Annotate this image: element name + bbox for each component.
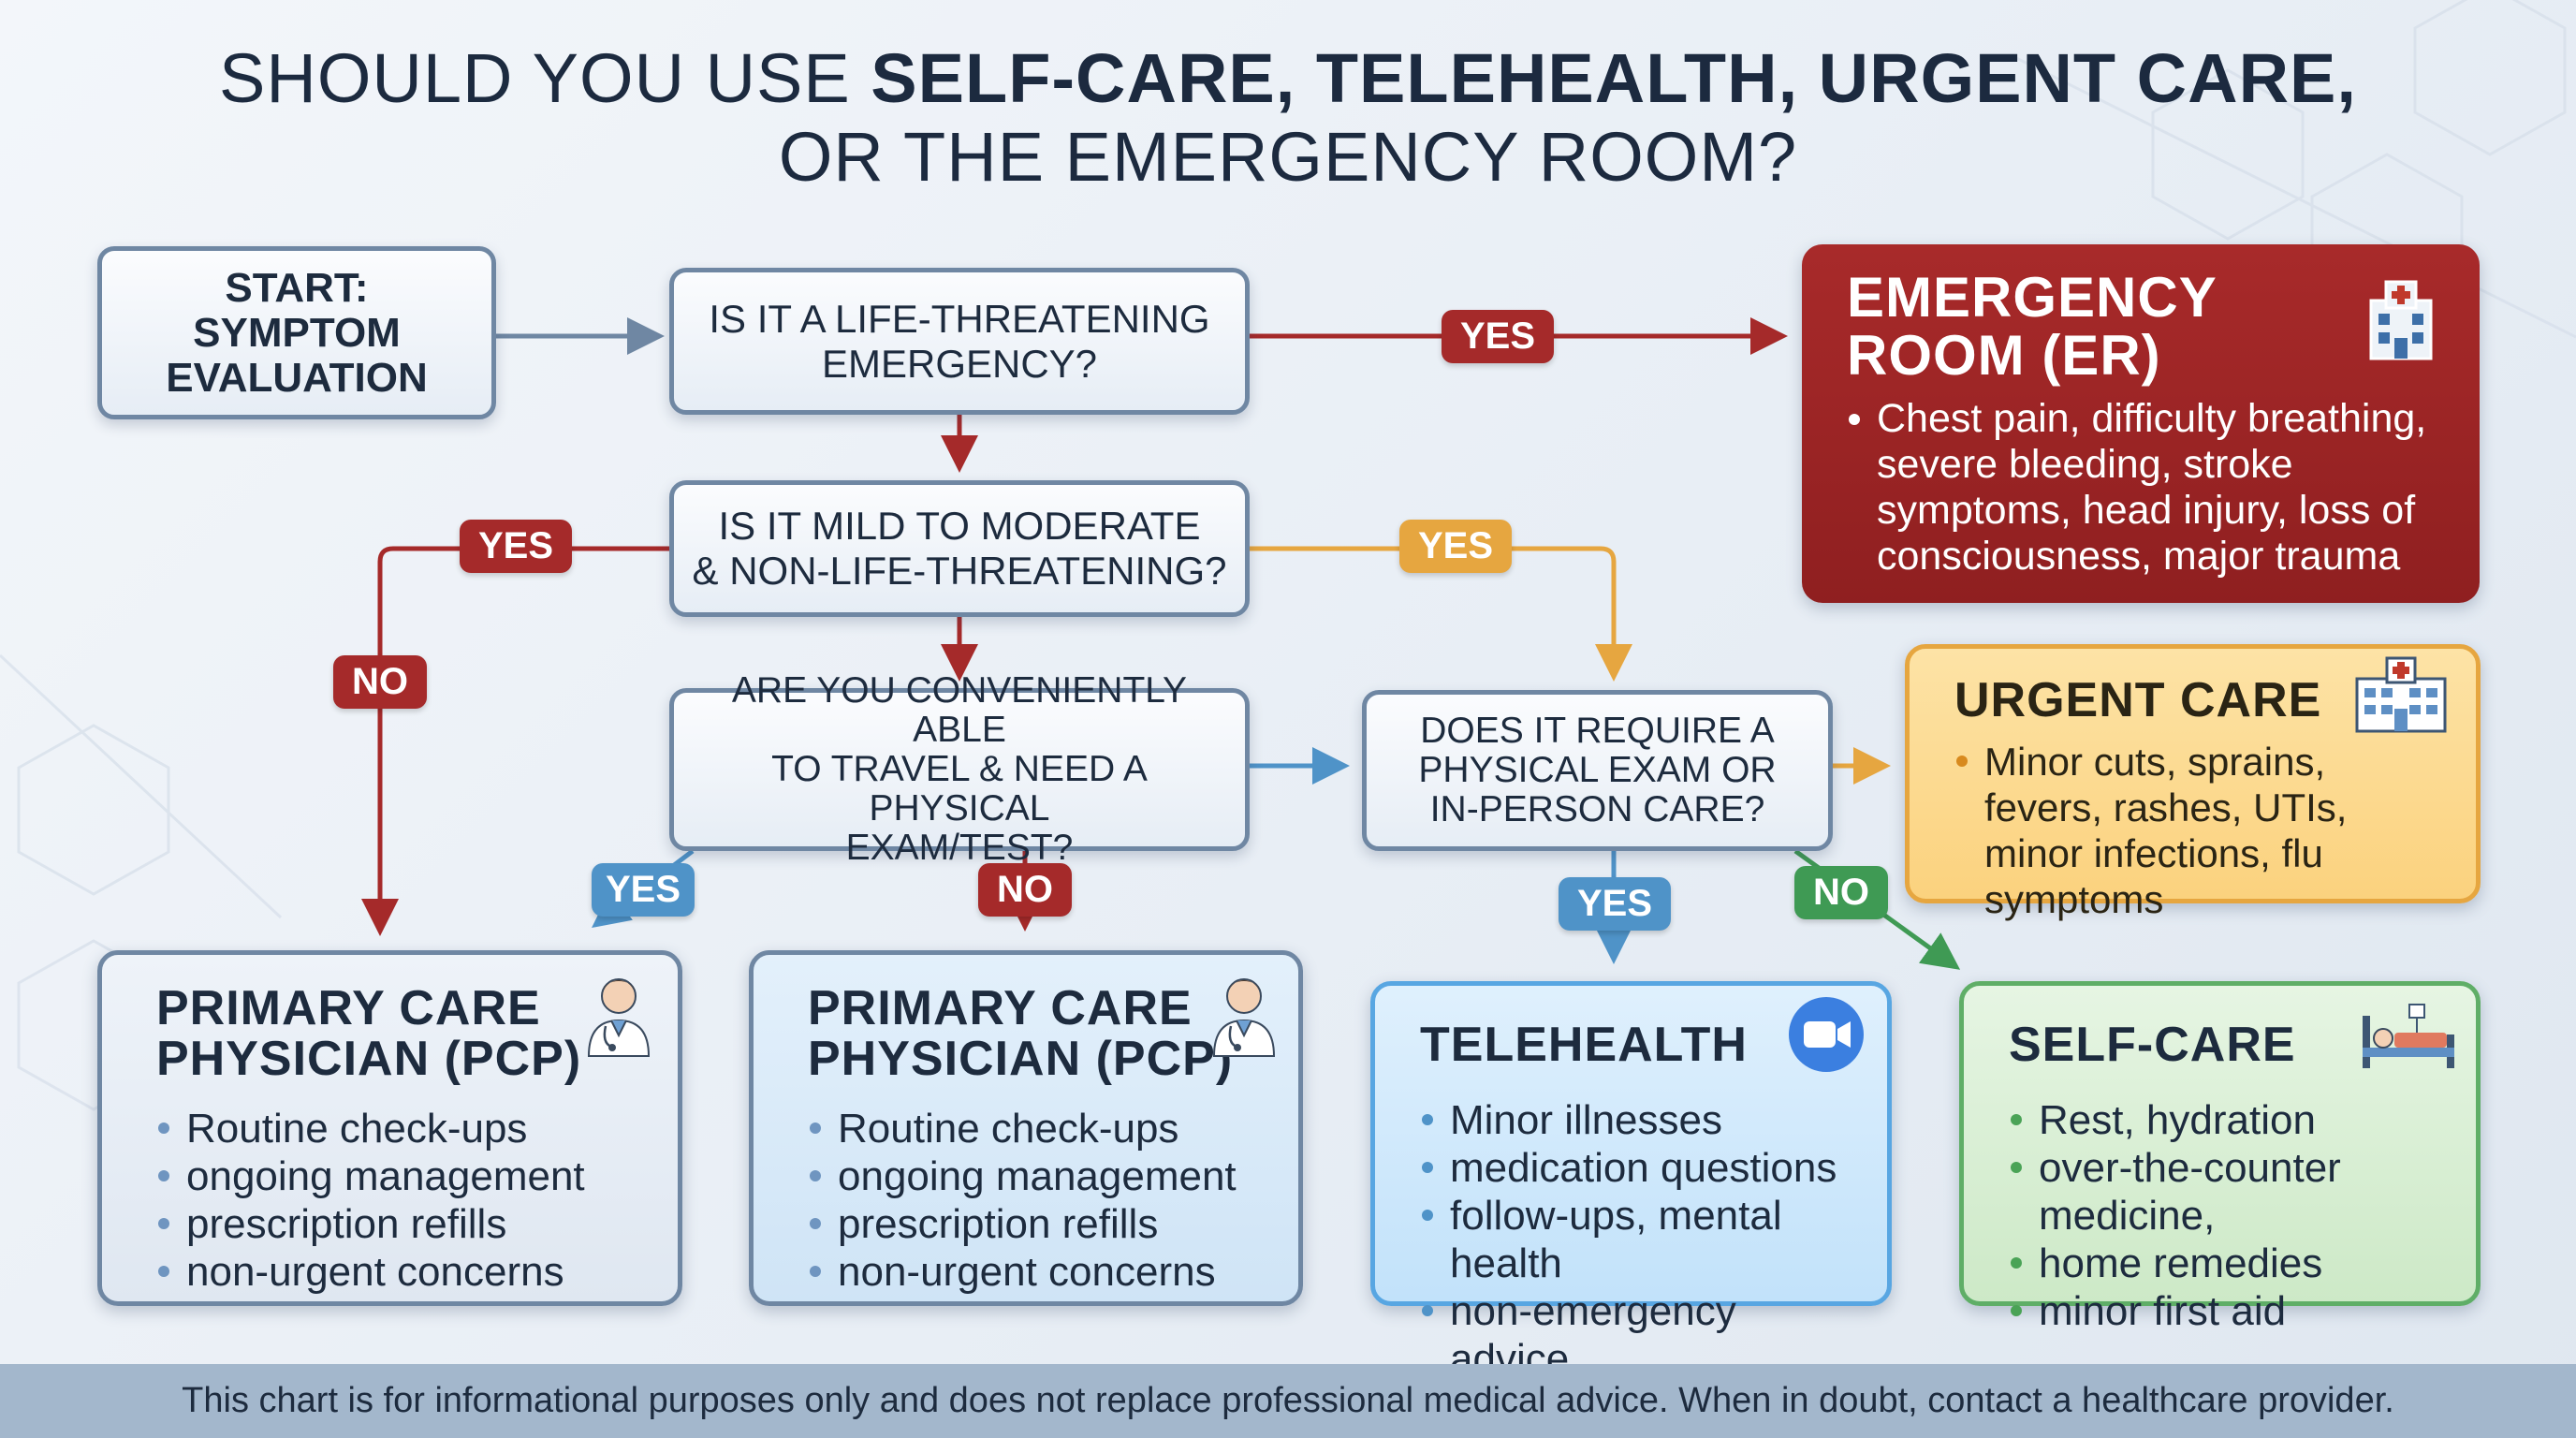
life-line1: IS IT A LIFE-THREATENING [709,296,1210,341]
start-node: START: SYMPTOM EVALUATION [97,246,496,419]
label-travel-no: NO [978,863,1072,917]
destination-urgent-care: URGENT CARE Minor cuts, sprains, fevers,… [1905,644,2481,921]
start-line1: START: [225,264,369,311]
label-travel-yes: YES [592,863,695,917]
life-line2: EMERGENCY? [821,341,1098,386]
list-item: minor first aid [2009,1287,2431,1335]
pcp-right-list: Routine check-ups ongoing management pre… [808,1105,1244,1296]
doctor-icon [587,978,651,1057]
start-line2: SYMPTOM [193,309,401,356]
er-list: Chest pain, difficulty breathing, severe… [1847,396,2435,580]
list-item: follow-ups, mental health [1420,1192,1842,1287]
question-mild-moderate: IS IT MILD TO MODERATE & NON-LIFE-THREAT… [669,480,1250,617]
travel-line1: ARE YOU CONVENIENTLY ABLE [731,670,1188,750]
question-physical-exam: DOES IT REQUIRE A PHYSICAL EXAM OR IN-PE… [1362,690,1833,851]
title-bold: SELF-CARE, TELEHEALTH, URGENT CARE, [871,39,2357,117]
pcp-left-title-line2: PHYSICIAN (PCP) [156,1032,582,1086]
edge-mild-to-exam [1250,546,1632,682]
list-item: Routine check-ups [156,1105,623,1152]
list-item: non-urgent concerns [156,1248,623,1296]
er-title: EMERGENCY ROOM (ER) [1847,269,2435,385]
question-travel: ARE YOU CONVENIENTLY ABLE TO TRAVEL & NE… [669,671,1250,868]
travel-line3: EXAM/TEST? [845,828,1074,868]
label-exam-yes: YES [1559,877,1671,931]
mild-line1: IS IT MILD TO MODERATE [718,504,1201,548]
pcp-left-title: PRIMARY CARE PHYSICIAN (PCP) [156,983,623,1084]
label-mild-yes-right: YES [1399,520,1512,573]
list-item: Rest, hydration [2009,1096,2431,1144]
list-item: non-urgent concerns [808,1248,1244,1296]
er-title-line1: EMERGENCY [1847,266,2217,329]
urgent-list: Minor cuts, sprains, fevers, rashes, UTI… [1954,739,2431,922]
destination-pcp-right: PRIMARY CARE PHYSICIAN (PCP) Routine che… [749,950,1303,1306]
travel-line2: TO TRAVEL & NEED A PHYSICAL [771,749,1148,829]
hospital-icon [2369,280,2433,360]
list-item: prescription refills [808,1200,1244,1248]
destination-telehealth: TELEHEALTH Minor illnesses medication qu… [1370,981,1892,1382]
list-item: Minor illnesses [1420,1096,1842,1144]
label-left-no: NO [333,655,427,709]
destination-emergency-room: EMERGENCY ROOM (ER) Chest pain, difficul… [1802,244,2480,603]
selfcare-list: Rest, hydration over-the-counter medicin… [2009,1096,2431,1335]
pcp-right-title-line1: PRIMARY CARE [808,981,1193,1035]
destination-pcp-left: PRIMARY CARE PHYSICIAN (PCP) Routine che… [97,950,682,1306]
list-item: home remedies [2009,1240,2431,1287]
exam-line2: PHYSICAL EXAM OR [1418,750,1777,790]
start-line3: EVALUATION [166,354,428,401]
list-item: Minor cuts, sprains, fevers, rashes, UTI… [1954,739,2431,922]
disclaimer-footer: This chart is for informational purposes… [0,1364,2576,1438]
pcp-right-title: PRIMARY CARE PHYSICIAN (PCP) [808,983,1244,1084]
pcp-right-title-line2: PHYSICIAN (PCP) [808,1032,1234,1086]
clinic-icon [2355,656,2447,733]
list-item: ongoing management [808,1152,1244,1200]
exam-line3: IN-PERSON CARE? [1429,789,1765,829]
list-item: medication questions [1420,1144,1842,1192]
er-title-line2: ROOM (ER) [1847,324,2161,387]
page-title: SHOULD YOU USE SELF-CARE, TELEHEALTH, UR… [0,39,2576,197]
urgent-title: URGENT CARE [1954,673,2322,727]
list-item: ongoing management [156,1152,623,1200]
pcp-left-list: Routine check-ups ongoing management pre… [156,1105,623,1296]
list-item: Routine check-ups [808,1105,1244,1152]
disclaimer-text: This chart is for informational purposes… [182,1381,2394,1420]
telehealth-title: TELEHEALTH [1420,1018,1748,1072]
selfcare-title: SELF-CARE [2009,1018,2296,1072]
pcp-left-title-line1: PRIMARY CARE [156,981,541,1035]
hospital-bed-icon [2363,1004,2454,1068]
telehealth-list: Minor illnesses medication questions fol… [1420,1096,1842,1383]
edge-mild-to-pcp-left [361,546,669,936]
mild-line2: & NON-LIFE-THREATENING? [692,549,1227,593]
exam-line1: DOES IT REQUIRE A [1420,711,1775,751]
label-mild-yes-left: YES [460,520,572,573]
destination-self-care: SELF-CARE Rest, hydration over-the-count… [1959,981,2481,1334]
video-camera-icon [1789,997,1864,1072]
title-line2: OR THE EMERGENCY ROOM? [778,118,1798,196]
label-exam-no: NO [1794,866,1888,919]
title-prefix: SHOULD YOU USE [219,39,871,117]
list-item: Chest pain, difficulty breathing, severe… [1847,396,2435,580]
list-item: prescription refills [156,1200,623,1248]
question-life-threatening: IS IT A LIFE-THREATENING EMERGENCY? [669,268,1250,415]
list-item: over-the-counter medicine, [2009,1144,2431,1240]
doctor-icon [1212,978,1276,1057]
label-er-yes: YES [1442,310,1554,363]
